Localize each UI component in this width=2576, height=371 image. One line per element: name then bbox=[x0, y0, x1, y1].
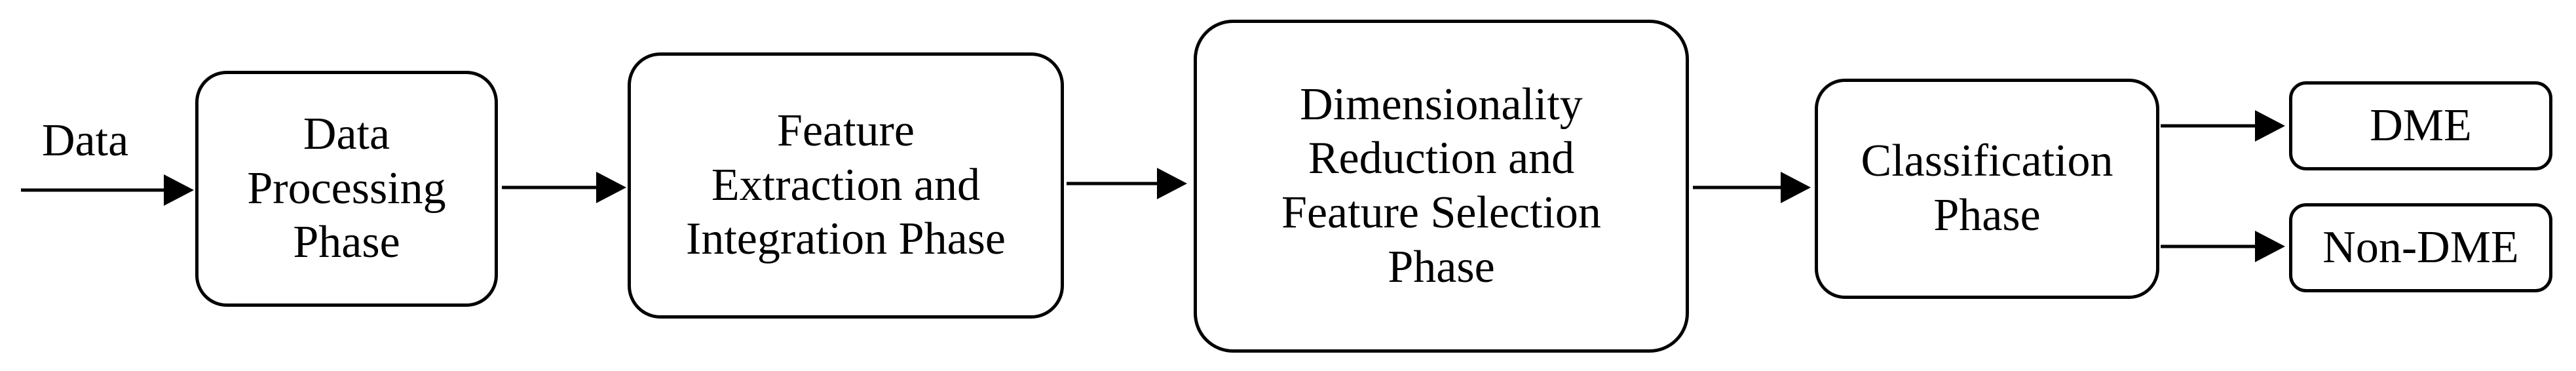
input-label-data: Data bbox=[42, 115, 129, 166]
arrow-processing-to-extraction bbox=[502, 172, 626, 203]
node-dimensionality-reduction-label: Dimensionality Reduction and Feature Sel… bbox=[1281, 79, 1601, 292]
node-classification-label: Classification Phase bbox=[1861, 136, 2113, 241]
node-data-processing-label: Data Processing Phase bbox=[247, 109, 446, 268]
node-feature-extraction-label: Feature Extraction and Integration Phase bbox=[686, 106, 1006, 265]
node-dme-label: DME bbox=[2370, 100, 2472, 151]
input-arrow bbox=[21, 174, 194, 206]
node-dme: DME bbox=[2289, 81, 2552, 170]
node-feature-extraction: Feature Extraction and Integration Phase bbox=[628, 52, 1064, 319]
node-non-dme: Non-DME bbox=[2289, 203, 2552, 292]
node-dimensionality-reduction: Dimensionality Reduction and Feature Sel… bbox=[1194, 20, 1689, 353]
arrow-extraction-to-reduction bbox=[1067, 168, 1187, 199]
node-data-processing: Data Processing Phase bbox=[195, 71, 498, 307]
arrow-reduction-to-classification bbox=[1693, 172, 1811, 203]
node-classification: Classification Phase bbox=[1815, 79, 2159, 299]
arrow-classification-to-non-dme bbox=[2161, 231, 2285, 262]
node-non-dme-label: Non-DME bbox=[2322, 222, 2519, 273]
arrow-classification-to-dme bbox=[2161, 110, 2285, 142]
